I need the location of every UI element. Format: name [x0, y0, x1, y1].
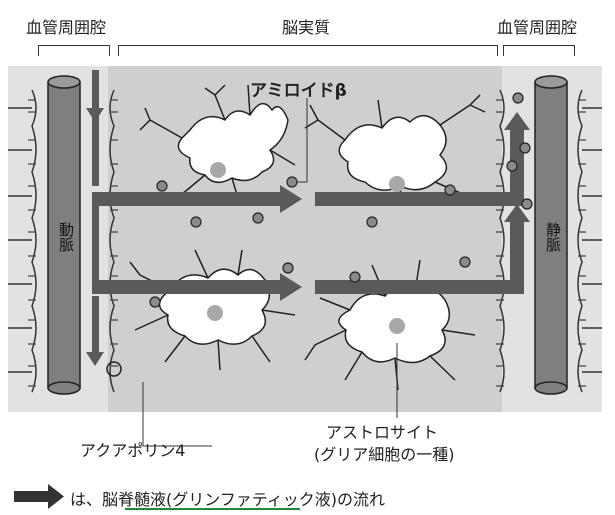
leader-lines — [142, 98, 398, 447]
artery-vessel — [47, 75, 81, 395]
astrocyte-nuclei — [207, 162, 405, 334]
endfeet-right — [499, 89, 602, 393]
aquaporin-marker — [106, 361, 122, 377]
label-vein: 静脈 — [542, 222, 564, 252]
label-vein-text: 静脈 — [544, 222, 562, 252]
label-brain-parenchyma: 脳実質 — [282, 18, 331, 37]
label-amyloid-beta: アミロイドβ — [250, 81, 347, 101]
label-artery-text: 動脈 — [57, 222, 75, 252]
bracket-perivascular-right — [503, 45, 575, 56]
astrocyte-cells — [129, 84, 486, 391]
flow-arrows — [86, 70, 530, 366]
label-astrocyte-line2: (グリア細胞の一種) — [314, 445, 455, 464]
label-astrocyte-line1: アストロサイト — [326, 423, 439, 442]
label-artery: 動脈 — [55, 222, 77, 252]
label-perivascular-left: 血管周囲腔 — [26, 18, 107, 37]
legend-arrow-icon — [14, 484, 64, 509]
label-perivascular-right: 血管周囲腔 — [497, 18, 578, 37]
label-aquaporin: アクアポリン4 — [80, 441, 186, 460]
endfeet-left — [8, 89, 115, 393]
bracket-brain-parenchyma — [118, 45, 498, 56]
bracket-perivascular-left — [38, 45, 110, 56]
vein-vessel — [534, 75, 568, 395]
aquaporin-ticks — [28, 99, 586, 387]
amyloid-beta-particles — [149, 92, 533, 308]
legend-text: は、脳脊髄液(グリンファティック液)の流れ — [70, 490, 386, 509]
